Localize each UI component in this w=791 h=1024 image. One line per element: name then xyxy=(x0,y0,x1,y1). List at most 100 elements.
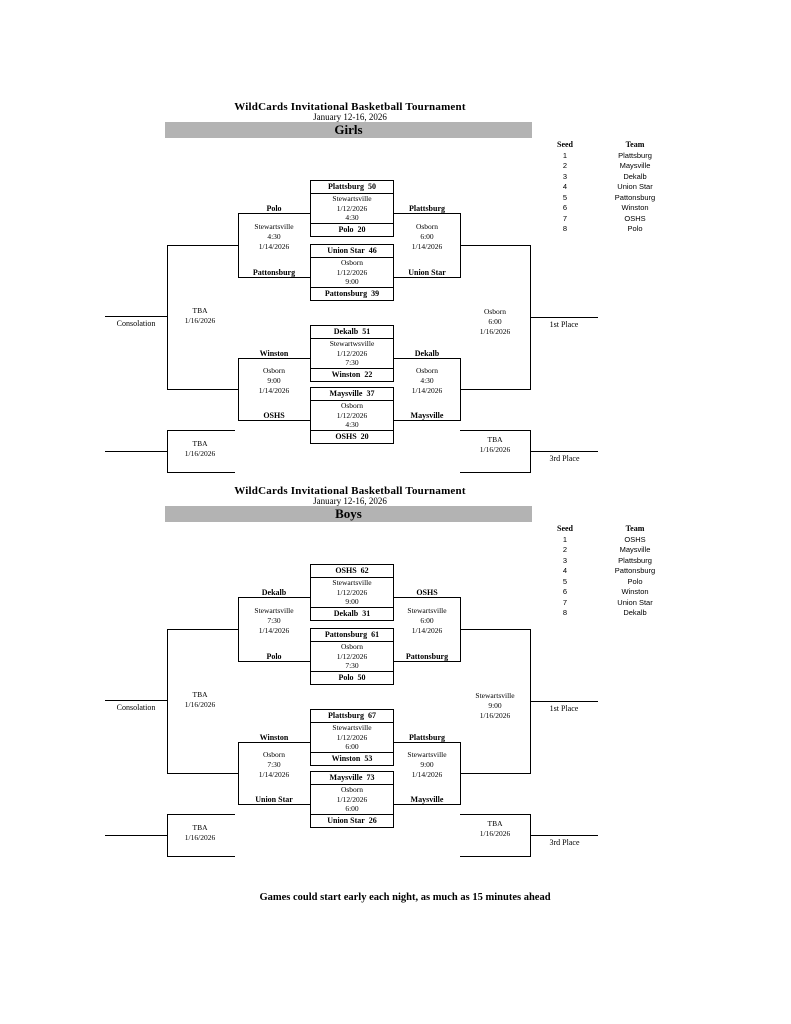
championship-semi-bottom-info: Osborn 4:30 1/14/2026 xyxy=(394,366,460,396)
bracket-line xyxy=(238,358,239,421)
bracket-line xyxy=(238,420,310,421)
game-date: 1/16/2026 xyxy=(479,445,511,454)
seed-team: Winston xyxy=(621,203,649,212)
seed-team: Polo xyxy=(627,576,643,586)
bracket-line xyxy=(167,245,168,390)
seed-number: 4 xyxy=(562,566,568,575)
bracket-line xyxy=(167,856,235,857)
championship-semi-bottom-info: Stewartsville 9:00 1/14/2026 xyxy=(394,750,460,780)
team-header: Team xyxy=(625,524,645,533)
bracket-line xyxy=(531,835,598,836)
game-box: Pattonsburg 61 Osborn 1/12/2026 7:30 Pol… xyxy=(310,628,394,685)
game-date: 1/16/2026 xyxy=(479,327,511,336)
game-time: 9:00 xyxy=(345,277,359,287)
winner-name: Pattonsburg xyxy=(324,630,368,639)
game-box: OSHS 62 Stewartsville 1/12/2026 9:00 Dek… xyxy=(310,564,394,621)
third-place-info: TBA 1/16/2026 xyxy=(460,819,530,839)
game-info: Stewartsville 1/12/2026 9:00 xyxy=(311,578,393,607)
game-loser-row: Winston 22 xyxy=(311,367,393,381)
advancing-team-right: OSHS xyxy=(416,588,438,597)
seed-team: Plattsburg xyxy=(618,555,652,565)
bracket-line xyxy=(167,814,235,815)
game-time: 6:00 xyxy=(345,742,359,752)
game-box: Maysville 37 Osborn 1/12/2026 4:30 OSHS … xyxy=(310,387,394,444)
game-date: 1/14/2026 xyxy=(411,386,443,395)
championship-final-info: Osborn 6:00 1/16/2026 xyxy=(460,307,530,337)
bracket-line xyxy=(460,245,530,246)
game-time: 6:00 xyxy=(420,232,434,241)
game-venue: Osborn xyxy=(415,366,439,375)
loser-name: Union Star xyxy=(327,815,365,825)
bracket-line xyxy=(460,629,530,630)
game-info: Osborn 1/12/2026 7:30 xyxy=(311,642,393,671)
bracket-line xyxy=(105,316,167,317)
consolation-final-info: TBA 1/16/2026 xyxy=(167,690,233,710)
game-date: 1/12/2026 xyxy=(336,348,368,358)
winner-score: 46 xyxy=(368,246,377,255)
seed-team: Pattonsburg xyxy=(614,566,656,575)
seed-number: 2 xyxy=(562,545,568,554)
game-winner-row: Maysville 73 xyxy=(311,772,393,786)
girls-bracket-section: WildCards Invitational Basketball Tourna… xyxy=(0,95,791,479)
bracket-line xyxy=(238,358,310,359)
seed-number: 1 xyxy=(562,534,568,544)
game-tba: TBA xyxy=(192,439,208,448)
game-date: 1/12/2026 xyxy=(336,651,368,661)
game-time: 7:30 xyxy=(267,760,281,769)
game-date: 1/12/2026 xyxy=(336,203,368,213)
loser-name: Pattonsburg xyxy=(324,288,368,298)
third-place-slot-label: 3rd Place xyxy=(549,454,580,463)
advancing-team-left: Winston xyxy=(259,733,289,742)
loser-name: Polo xyxy=(338,224,354,234)
game-winner-row: Pattonsburg 61 xyxy=(311,629,393,643)
bracket-line xyxy=(394,804,460,805)
game-box: Maysville 73 Osborn 1/12/2026 6:00 Union… xyxy=(310,771,394,828)
game-date: 1/14/2026 xyxy=(258,386,290,395)
bracket-line xyxy=(167,773,238,774)
game-date: 1/16/2026 xyxy=(184,316,216,325)
game-tba: TBA xyxy=(192,690,208,699)
game-venue: Osborn xyxy=(340,785,364,795)
seed-team: Maysville xyxy=(619,545,651,554)
game-info: Osborn 1/12/2026 6:00 xyxy=(311,785,393,814)
division-band: Girls xyxy=(165,122,532,138)
consolation-final-info: TBA 1/16/2026 xyxy=(167,306,233,326)
division-label: Boys xyxy=(335,506,362,521)
game-venue: Osborn xyxy=(483,307,507,316)
bracket-line xyxy=(460,389,530,390)
game-time: 6:00 xyxy=(488,317,502,326)
advancing-team-left: Union Star xyxy=(255,795,293,804)
winner-name: OSHS xyxy=(335,566,357,575)
seed-team: Winston xyxy=(621,587,649,596)
game-time: 9:00 xyxy=(345,597,359,607)
championship-semi-top-info: Osborn 6:00 1/14/2026 xyxy=(394,222,460,252)
seed-number: 8 xyxy=(562,608,568,617)
first-place-slot-label: 1st Place xyxy=(549,320,579,329)
game-time: 9:00 xyxy=(267,376,281,385)
loser-score: 39 xyxy=(371,288,380,298)
bracket-line xyxy=(238,661,310,662)
winner-score: 67 xyxy=(368,711,376,720)
game-venue: Stewartsville xyxy=(332,578,372,588)
loser-name: Winston xyxy=(331,369,361,379)
loser-score: 50 xyxy=(357,672,366,682)
bracket-line xyxy=(167,472,235,473)
bracket-line xyxy=(238,213,239,278)
advancing-team-left: Dekalb xyxy=(261,588,287,597)
seed-team: Maysville xyxy=(619,161,651,170)
bracket-line xyxy=(238,597,310,598)
game-tba: TBA xyxy=(192,823,208,832)
game-loser-row: Polo 20 xyxy=(311,222,393,236)
game-date: 1/14/2026 xyxy=(258,626,290,635)
game-date: 1/14/2026 xyxy=(258,242,290,251)
advancing-team-left: Pattonsburg xyxy=(252,268,296,277)
bracket-line xyxy=(167,389,238,390)
game-tba: TBA xyxy=(192,306,208,315)
game-time: 4:30 xyxy=(345,213,359,223)
